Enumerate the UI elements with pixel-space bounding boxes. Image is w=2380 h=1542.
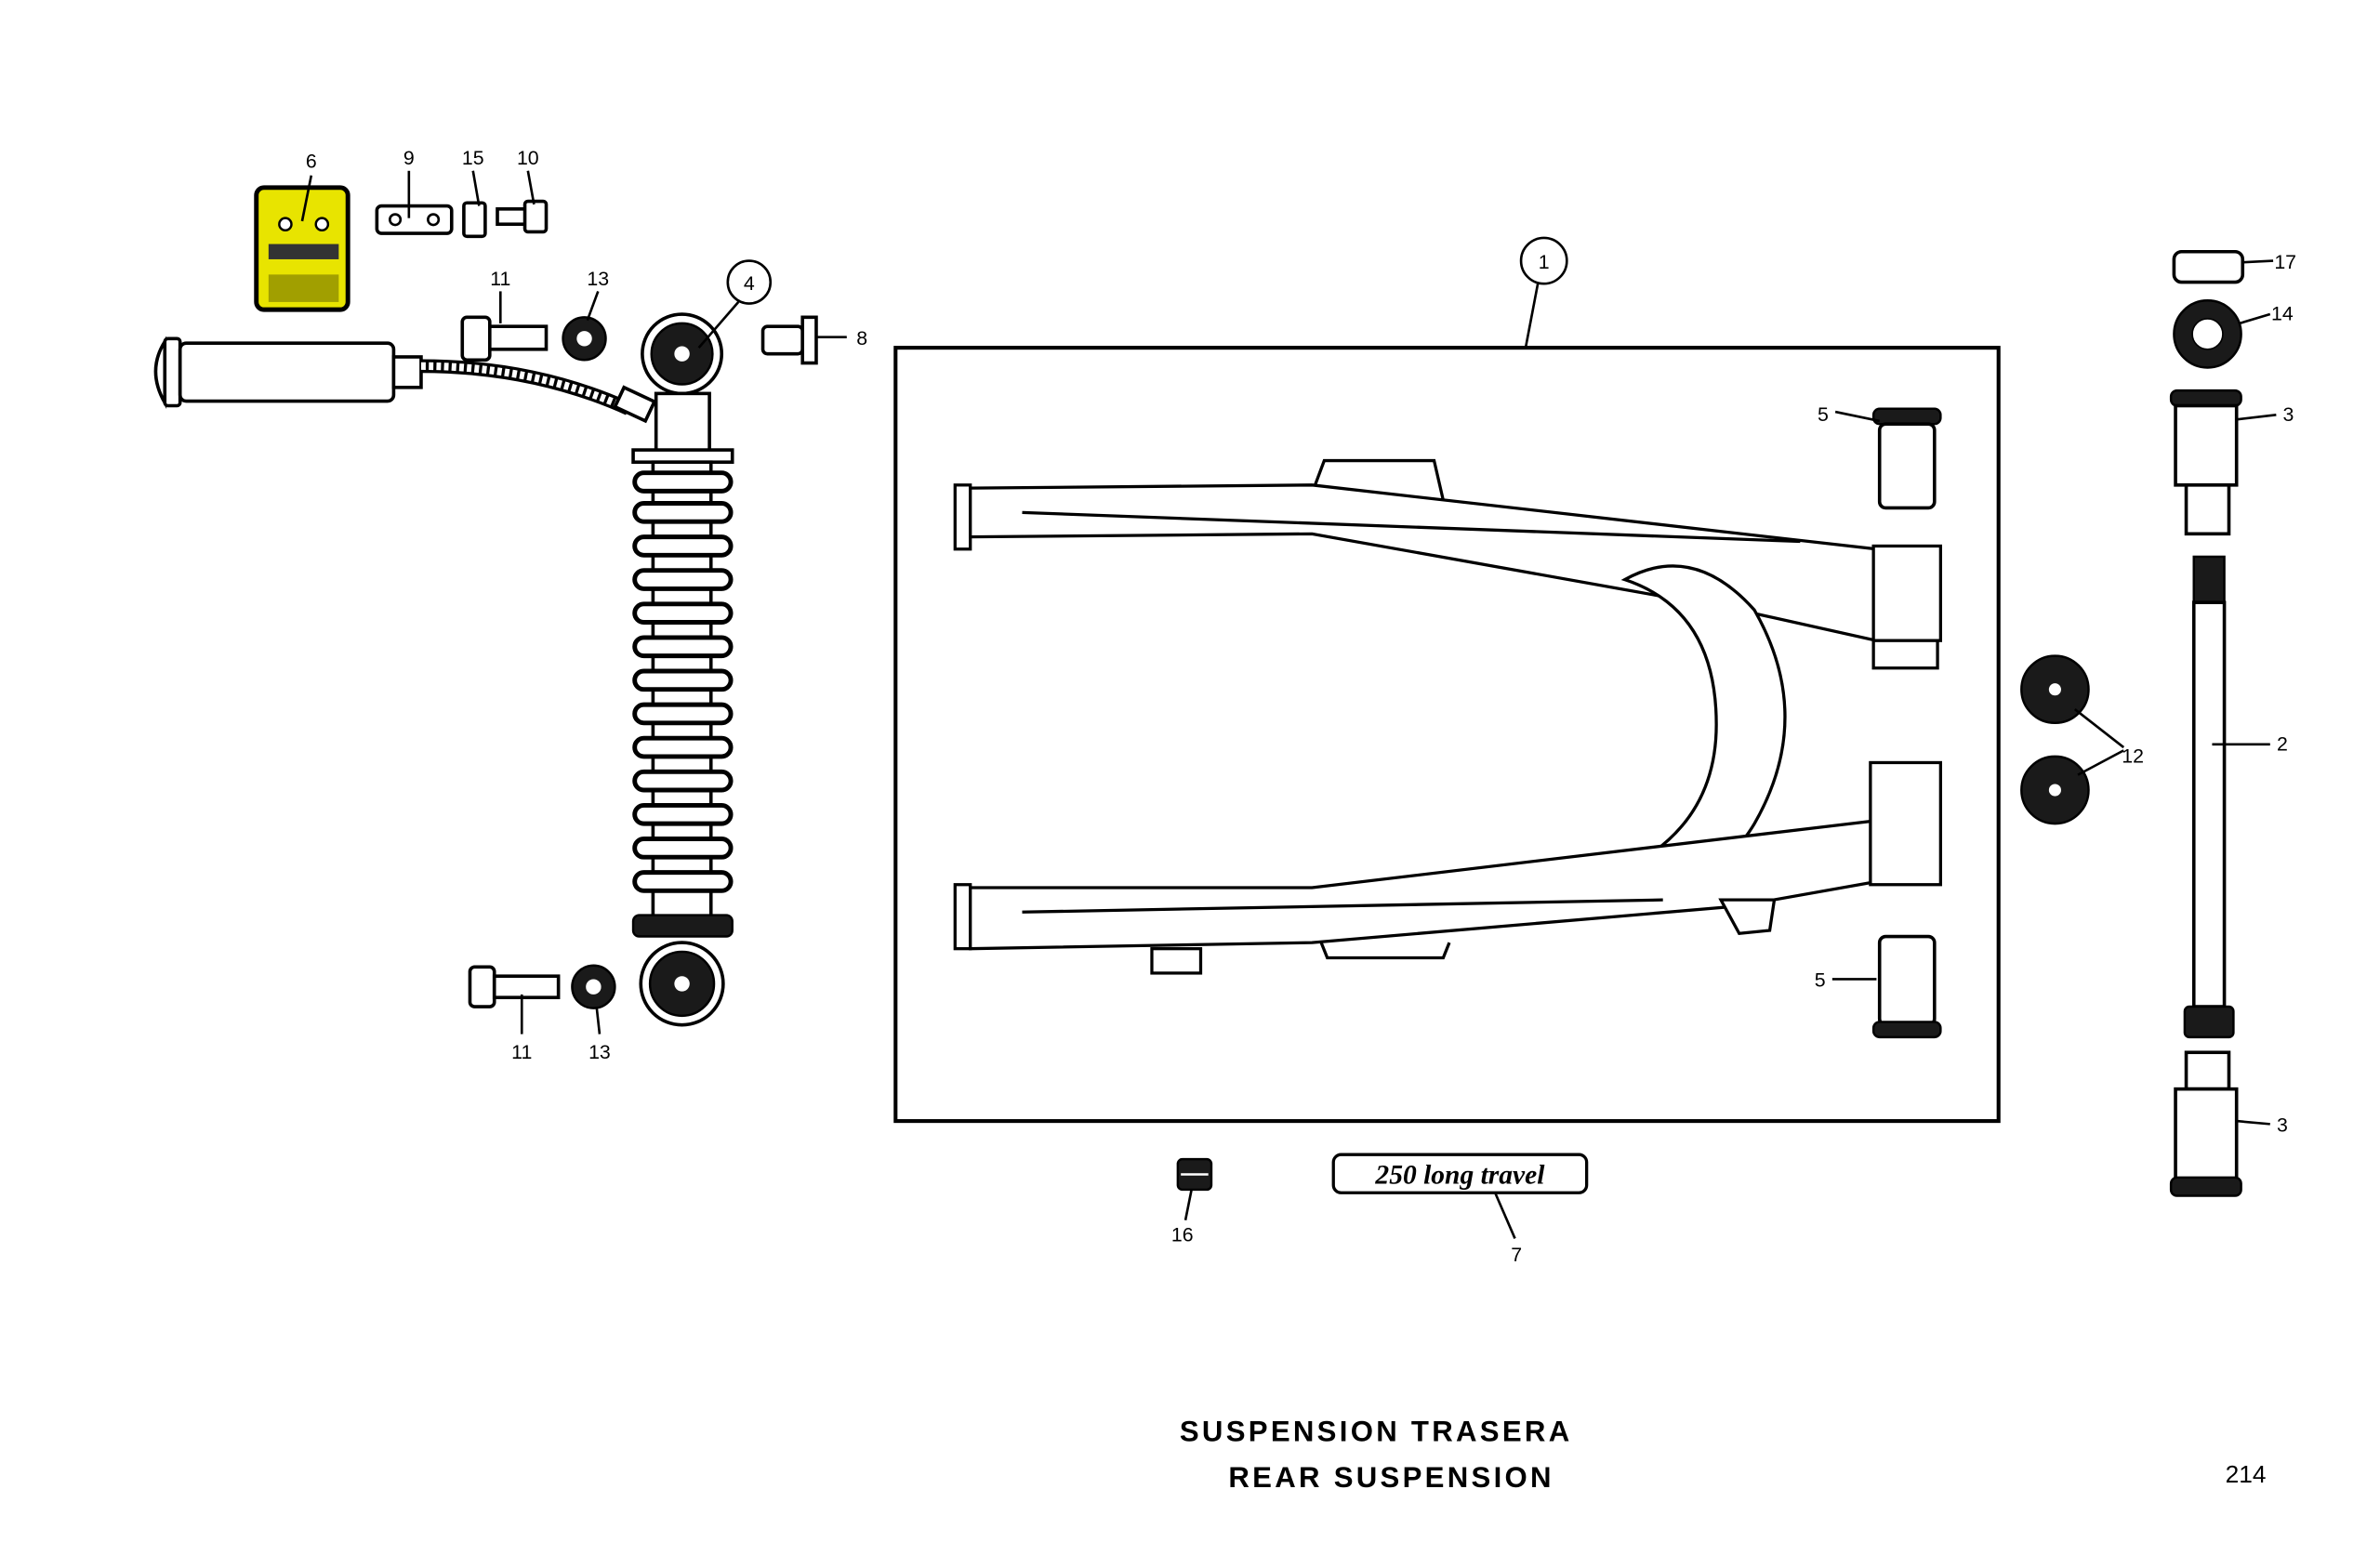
swingarm-frame-box [893, 346, 2001, 1124]
part-11-bolt-bottom[interactable] [468, 965, 561, 1008]
callout-17: 17 [2274, 251, 2296, 273]
title-spanish: SUSPENSION TRASERA [1180, 1416, 1573, 1448]
part-4-shock-absorber[interactable] [631, 312, 734, 1027]
part-12-discs[interactable] [2020, 654, 2090, 825]
callout-10: 10 [517, 147, 539, 169]
callout-2: 2 [2277, 732, 2288, 755]
part-6-plate[interactable] [254, 185, 350, 312]
part-15-nut[interactable] [462, 201, 487, 239]
callout-12: 12 [2122, 745, 2144, 767]
title-english: REAR SUSPENSION [1228, 1461, 1554, 1494]
part-11-bolt-top[interactable] [460, 315, 549, 362]
leader-line [1493, 1192, 1516, 1239]
part-13-washer-top[interactable] [562, 316, 607, 362]
leader-line [1834, 410, 1880, 423]
callout-16: 16 [1171, 1224, 1194, 1246]
leader-line [2077, 749, 2124, 776]
callout-11-bottom: 11 [511, 1041, 532, 1063]
leader-line [595, 1006, 602, 1035]
leader-line [2239, 312, 2271, 325]
part-10-bolt[interactable] [496, 199, 549, 234]
callout-3-top: 3 [2283, 403, 2294, 426]
part-3-bushing-bottom[interactable] [2169, 1050, 2242, 1197]
part-8-bushing[interactable] [760, 315, 818, 365]
page-number: 214 [2226, 1460, 2267, 1488]
callout-5-bottom: 5 [1815, 969, 1826, 992]
leader-line [300, 175, 313, 222]
callout-1-circle [1519, 236, 1568, 285]
callout-5-top: 5 [1818, 403, 1829, 426]
leader-line [586, 290, 600, 322]
leader-line [471, 170, 481, 206]
callout-14: 14 [2271, 303, 2294, 325]
callout-15: 15 [462, 147, 484, 169]
shock-reservoir[interactable] [153, 336, 657, 424]
part-17-nut[interactable] [2172, 249, 2245, 284]
callout-3-bottom: 3 [2277, 1114, 2288, 1137]
callout-13-bottom: 13 [588, 1041, 611, 1063]
callout-9: 9 [403, 147, 415, 169]
callout-1: 1 [1539, 251, 1550, 273]
leader-line [2236, 1119, 2270, 1126]
part-16-clip[interactable] [1176, 1157, 1213, 1192]
part-2-axle-bolt[interactable] [2183, 555, 2235, 1039]
leader-line [2073, 708, 2125, 749]
leader-line [526, 170, 536, 205]
part-5-bushing-bottom[interactable] [1871, 934, 1942, 1039]
callout-11-top: 11 [490, 268, 510, 290]
leader-line [1183, 1189, 1193, 1221]
callout-13-top: 13 [587, 268, 609, 290]
part-9-plate[interactable] [375, 204, 454, 235]
part-1-swingarm[interactable] [953, 458, 1942, 975]
leader-line [697, 301, 740, 349]
leader-line [2242, 259, 2274, 264]
leader-line [1524, 283, 1540, 349]
callout-4-circle [726, 259, 773, 305]
part-3-bushing-top[interactable] [2169, 389, 2242, 536]
part-7-badge[interactable]: 250 long travel [1331, 1153, 1589, 1194]
part-13-washer-bottom[interactable] [571, 964, 616, 1009]
callout-6: 6 [306, 151, 317, 173]
leader-line [2236, 414, 2277, 421]
part-5-bushing-top[interactable] [1871, 407, 1942, 510]
callout-8: 8 [856, 327, 867, 349]
badge-text: 250 long travel [1374, 1160, 1545, 1190]
callout-4: 4 [744, 272, 755, 295]
part-14-washer[interactable] [2173, 299, 2242, 369]
callout-7: 7 [1511, 1244, 1522, 1266]
